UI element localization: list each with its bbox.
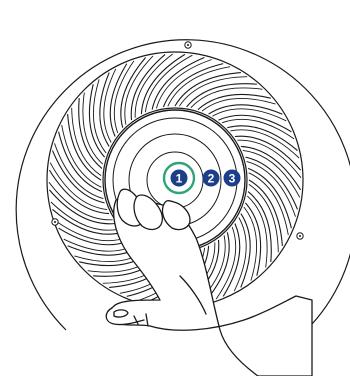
screw-center (299, 235, 301, 237)
marker-1: 1 (171, 170, 188, 187)
fan-vane-edge (114, 61, 134, 133)
fan-vane-edge (216, 227, 236, 299)
fan-vane-edge (191, 88, 263, 108)
fan-vane (79, 98, 102, 168)
marker-1-label: 1 (176, 172, 183, 186)
fan-vane-edge (83, 93, 103, 165)
fan-vane-edge (234, 218, 246, 292)
marker-3-label: 3 (229, 172, 236, 186)
fan-vane-edge (222, 119, 294, 139)
marker-2: 2 (203, 170, 220, 187)
fan-vane-edge (104, 69, 116, 143)
screw-center (54, 221, 56, 223)
fan-vane-edge (213, 109, 287, 121)
marker-2-label: 2 (208, 172, 215, 186)
fan-vane (248, 192, 271, 262)
thumbnail (114, 310, 128, 317)
fan-vane-edge (247, 196, 267, 268)
fan-vane (187, 84, 257, 107)
marker-3: 3 (224, 170, 241, 187)
screw-center (187, 44, 189, 46)
